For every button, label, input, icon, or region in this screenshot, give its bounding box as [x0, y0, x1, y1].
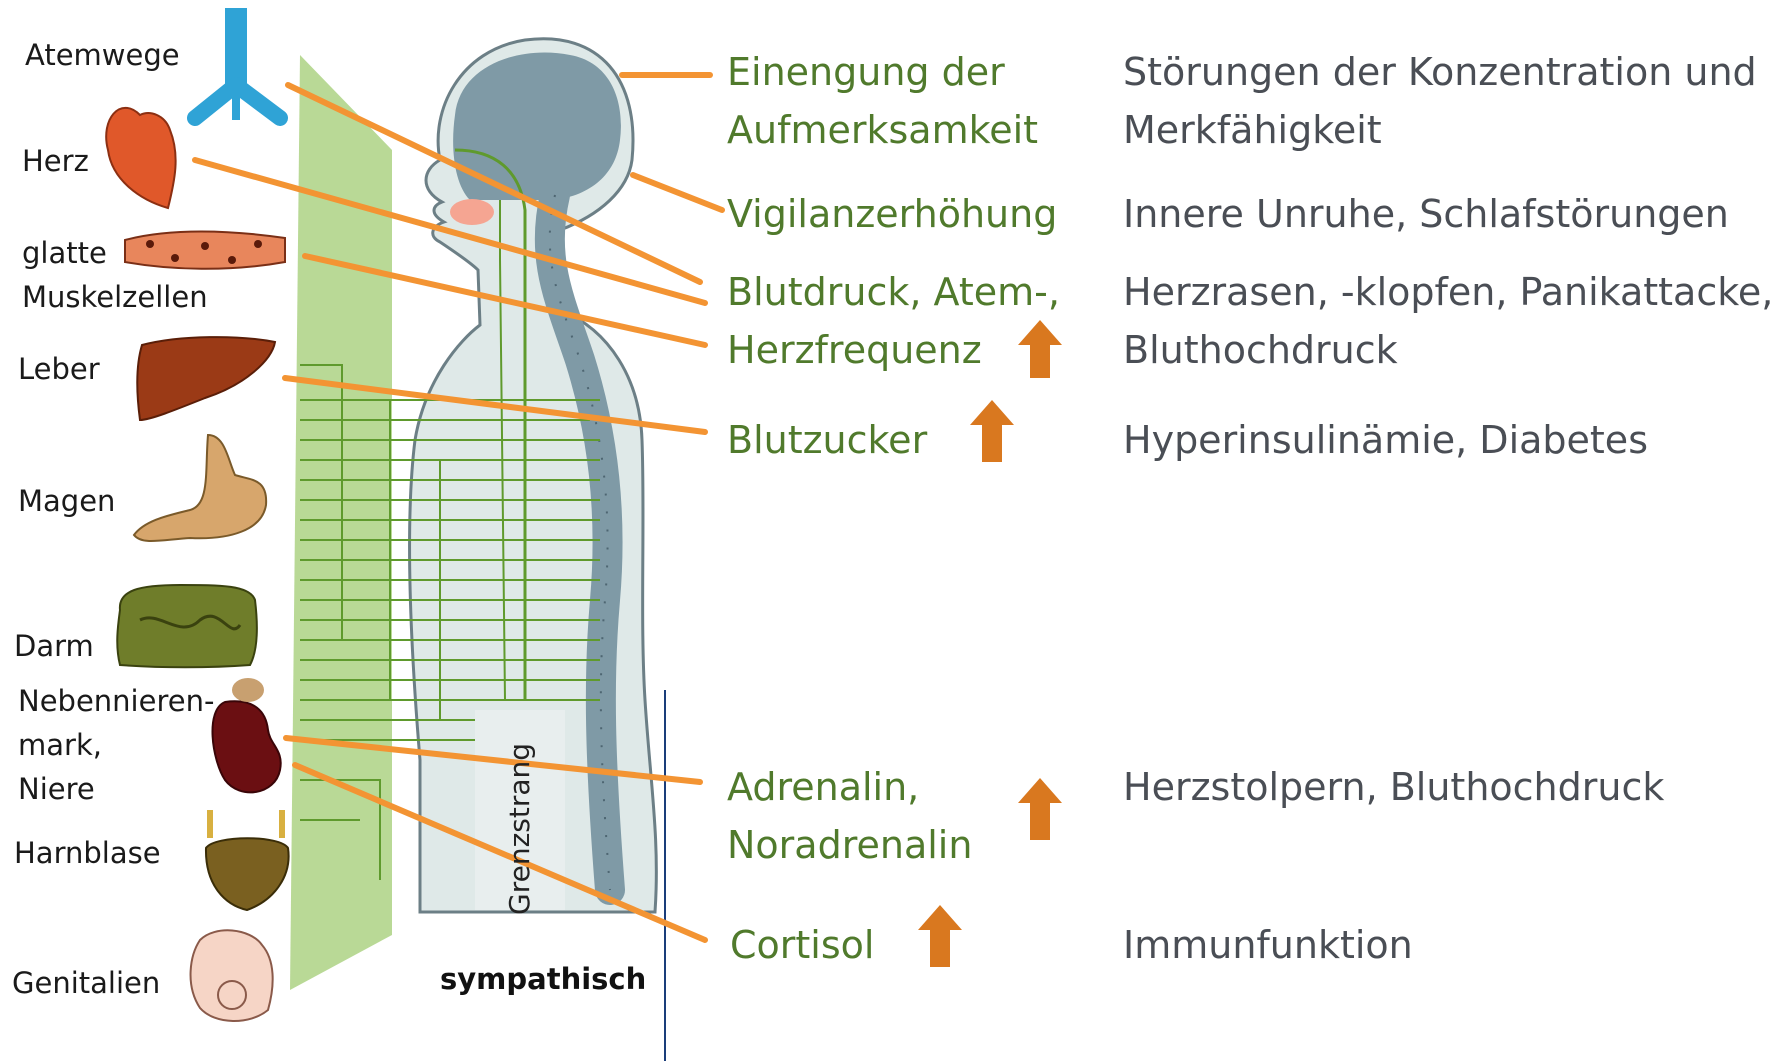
kidney-icon [212, 678, 280, 792]
effect-blood-pressure-2: Herzfrequenz [727, 321, 982, 379]
organ-label-stomach: Magen [18, 480, 115, 523]
effect-adrenaline-2: Noradrenalin [727, 816, 972, 874]
organ-label-intestine: Darm [14, 625, 94, 668]
heart-icon [106, 108, 175, 208]
genitals-icon [191, 930, 273, 1021]
organ-label-heart: Herz [22, 140, 89, 183]
gland [450, 199, 494, 225]
consequence-palpitations-1: Herzrasen, -klopfen, Panikattacke, [1123, 263, 1773, 321]
up-arrow-icon [918, 905, 962, 967]
effect-cortisol: Cortisol [730, 916, 874, 974]
effect-blood-sugar: Blutzucker [727, 411, 927, 469]
up-arrow-icon [1018, 778, 1062, 840]
consequence-arrhythmia: Herzstolpern, Bluthochdruck [1123, 758, 1664, 816]
consequence-concentration-2: Merkfähigkeit [1123, 101, 1382, 159]
organ-label-bladder: Harnblase [14, 832, 161, 875]
organ-label-smooth-muscle-2: Muskelzellen [22, 276, 208, 319]
effect-vigilance: Vigilanzerhöhung [727, 185, 1057, 243]
consequence-restlessness: Innere Unruhe, Schlafstörungen [1123, 185, 1729, 243]
effect-attention-1: Einengung der [727, 43, 1005, 101]
bladder-icon [206, 810, 289, 910]
liver-icon [137, 337, 275, 420]
organ-label-genitals: Genitalien [12, 962, 160, 1005]
organ-label-kidney: Niere [18, 768, 95, 811]
intestine-icon [117, 585, 257, 667]
muscle-cells-icon [125, 232, 285, 269]
trachea-icon [195, 8, 280, 120]
consequence-palpitations-2: Bluthochdruck [1123, 321, 1398, 379]
up-arrow-icon [1018, 320, 1062, 378]
consequence-concentration-1: Störungen der Konzentration und [1123, 43, 1757, 101]
effect-blood-pressure-1: Blutdruck, Atem-, [727, 263, 1060, 321]
stomach-icon [134, 435, 266, 541]
spine-label: Grenzstrang [503, 743, 536, 915]
consequence-immune: Immunfunktion [1123, 916, 1413, 974]
organ-label-smooth-muscle-1: glatte [22, 232, 107, 275]
consequence-diabetes: Hyperinsulinämie, Diabetes [1123, 411, 1648, 469]
organ-label-adrenal-1: Nebennieren- [18, 680, 214, 723]
connector-vigilance [633, 175, 722, 210]
organ-label-respiratory: Atemwege [25, 34, 180, 77]
up-arrow-icon [970, 400, 1014, 462]
organ-label-adrenal-2: mark, [18, 724, 102, 767]
effect-adrenaline-1: Adrenalin, [727, 758, 919, 816]
effect-attention-2: Aufmerksamkeit [727, 101, 1038, 159]
organ-label-liver: Leber [18, 348, 100, 391]
diagram-caption: sympathisch [440, 962, 646, 996]
